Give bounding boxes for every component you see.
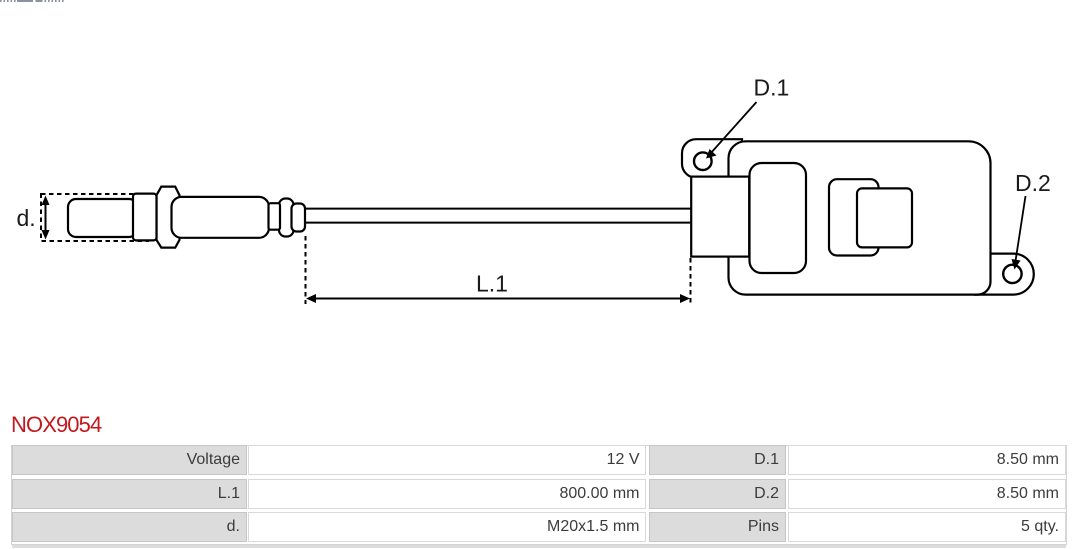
svg-text:L.1: L.1: [476, 271, 508, 297]
svg-text:d.: d.: [17, 205, 36, 231]
svg-text:D.1: D.1: [754, 75, 790, 101]
svg-text:D.2: D.2: [1015, 170, 1051, 196]
